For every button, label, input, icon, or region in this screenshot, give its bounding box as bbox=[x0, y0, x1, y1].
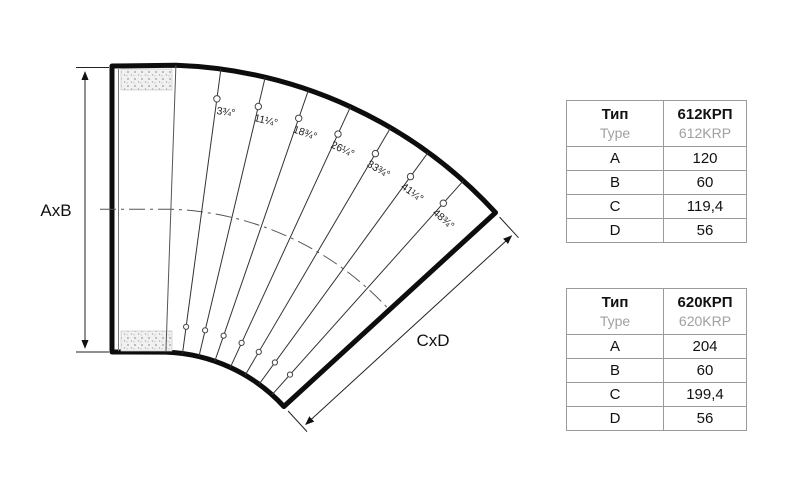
table-row: C 119,4 bbox=[566, 194, 747, 219]
hole-marker bbox=[254, 102, 262, 111]
table-row: D 56 bbox=[566, 218, 747, 243]
model-label-en: 620KRP bbox=[678, 313, 732, 330]
hole-marker bbox=[286, 371, 294, 378]
table-row: B 60 bbox=[566, 170, 747, 195]
type-label-ru: Тип bbox=[601, 293, 629, 311]
hole-marker bbox=[202, 327, 209, 334]
hole-marker bbox=[213, 95, 221, 103]
hole-marker bbox=[295, 114, 303, 123]
duct-outline bbox=[109, 62, 498, 409]
table-header-type: Тип Type bbox=[566, 100, 664, 147]
row-value: 56 bbox=[663, 406, 747, 431]
row-value: 204 bbox=[663, 334, 747, 359]
model-label-ru: 612КРП bbox=[677, 105, 733, 123]
row-label: C bbox=[566, 382, 664, 407]
table-header-row: Тип Type 620КРП 620KRP bbox=[566, 288, 747, 335]
segment-line bbox=[229, 106, 351, 368]
extension-line bbox=[499, 216, 519, 239]
segment-line bbox=[198, 77, 266, 357]
row-label: B bbox=[566, 358, 664, 383]
dim-line-cxd bbox=[305, 235, 513, 426]
outer-hole-markers bbox=[213, 95, 447, 207]
model-label-ru: 620КРП bbox=[677, 293, 733, 311]
model-label-en: 612KRP bbox=[678, 125, 732, 142]
hole-marker bbox=[439, 199, 447, 207]
row-value: 119,4 bbox=[663, 194, 747, 219]
spec-table-620krp: Тип Type 620КРП 620KRP A 204 B 60 C 199,… bbox=[566, 288, 747, 431]
dimension-axb bbox=[76, 67, 109, 353]
table-row: A 120 bbox=[566, 146, 747, 171]
type-label-ru: Тип bbox=[601, 105, 629, 123]
row-value: 56 bbox=[663, 218, 747, 243]
hole-marker bbox=[238, 339, 245, 346]
spec-table-612krp: Тип Type 612КРП 612KRP A 120 B 60 C 119,… bbox=[566, 100, 747, 243]
row-value: 60 bbox=[663, 170, 747, 195]
inner-hole-markers bbox=[183, 323, 294, 378]
table-row: B 60 bbox=[566, 358, 747, 383]
hole-marker bbox=[371, 149, 380, 158]
hole-marker bbox=[255, 348, 262, 355]
row-value: 60 bbox=[663, 358, 747, 383]
hole-marker bbox=[334, 130, 342, 138]
hole-marker bbox=[406, 172, 415, 181]
hole-marker bbox=[220, 332, 227, 339]
type-label-en: Type bbox=[599, 313, 631, 330]
row-label: A bbox=[566, 146, 664, 171]
segment-line bbox=[214, 89, 309, 362]
collar-texture-bottom bbox=[120, 330, 173, 352]
table-row: D 56 bbox=[566, 406, 747, 431]
dim-label-axb: AxB bbox=[40, 201, 71, 220]
elbow-diagram: 3¾° 11¼° 18¾° 26¼° 33¾° 41¼° 48¾° AxB Cx… bbox=[40, 62, 519, 432]
angle-label-2: 11¼° bbox=[253, 112, 279, 129]
table-header-model: 612КРП 612KRP bbox=[663, 100, 747, 147]
row-value: 120 bbox=[663, 146, 747, 171]
dimension-cxd bbox=[287, 216, 519, 432]
angle-label-1: 3¾° bbox=[216, 105, 236, 119]
row-label: D bbox=[566, 406, 664, 431]
row-value: 199,4 bbox=[663, 382, 747, 407]
table-row: A 204 bbox=[566, 334, 747, 359]
hole-marker bbox=[271, 359, 278, 366]
table-header-model: 620КРП 620KRP bbox=[663, 288, 747, 335]
type-label-en: Type bbox=[599, 125, 631, 142]
dim-label-cxd: CxD bbox=[416, 331, 449, 350]
hole-marker bbox=[183, 323, 190, 330]
row-label: A bbox=[566, 334, 664, 359]
row-label: B bbox=[566, 170, 664, 195]
row-label: C bbox=[566, 194, 664, 219]
segment-line bbox=[182, 69, 222, 354]
row-label: D bbox=[566, 218, 664, 243]
table-header-row: Тип Type 612КРП 612KRP bbox=[566, 100, 747, 147]
table-header-type: Тип Type bbox=[566, 288, 664, 335]
collar-texture-top bbox=[120, 68, 173, 91]
extension-line bbox=[287, 410, 308, 432]
table-row: C 199,4 bbox=[566, 382, 747, 407]
